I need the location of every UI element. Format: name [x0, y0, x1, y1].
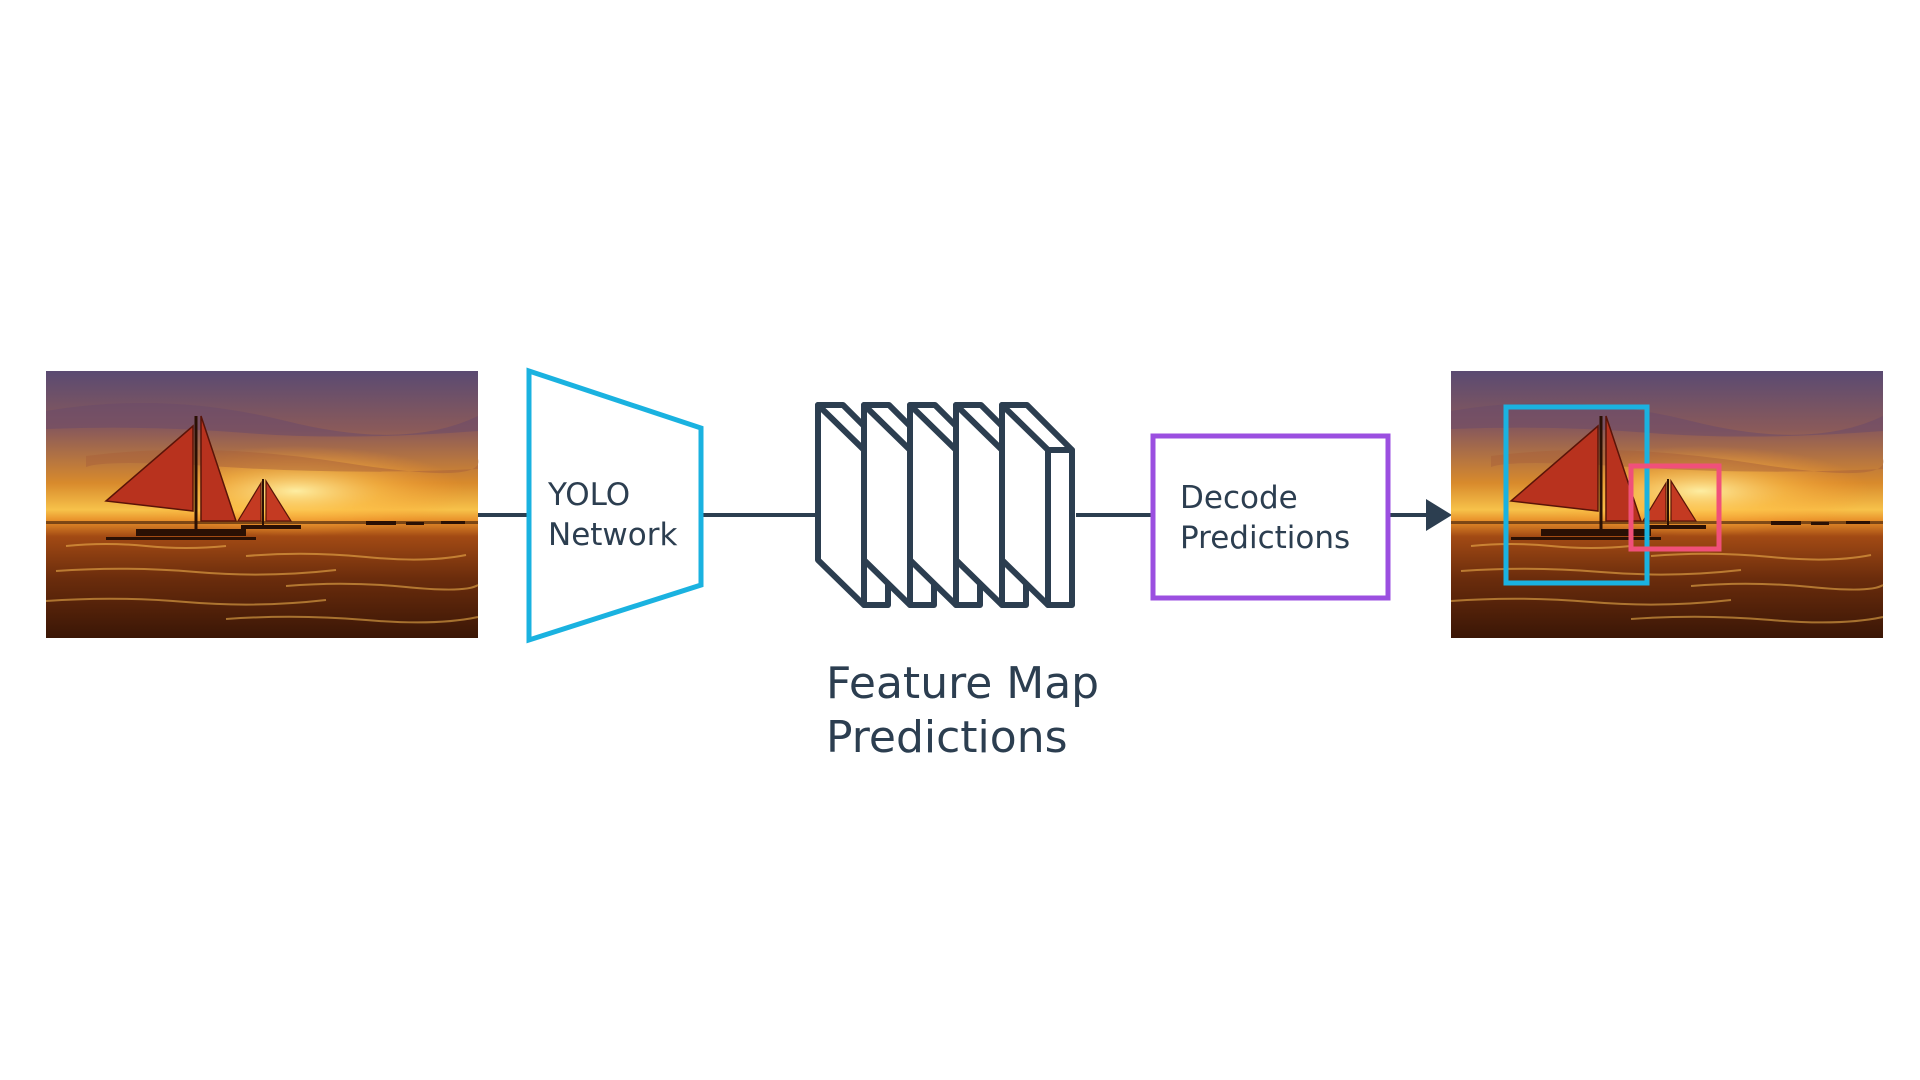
- decode-label-line1: Decode: [1180, 480, 1298, 516]
- yolo-trapezoid-shape: [526, 367, 704, 644]
- feature-map-stack: [815, 402, 1075, 608]
- feature-map-caption-line1: Feature Map: [826, 658, 1099, 709]
- decode-predictions-block: Decode Predictions: [1150, 433, 1391, 601]
- yolo-label-line1: YOLO: [547, 477, 630, 513]
- arrowhead-icon: [1426, 499, 1452, 531]
- detection-box-small-boat: [1628, 463, 1722, 552]
- detection-box-large-boat: [1503, 404, 1650, 586]
- feature-map-caption-line2: Predictions: [826, 712, 1068, 763]
- decode-label-line2: Predictions: [1180, 520, 1350, 556]
- yolo-label-line2: Network: [548, 517, 677, 553]
- output-image: [1449, 369, 1885, 640]
- feature-map-layer: [999, 402, 1075, 608]
- yolo-network-block: YOLO Network: [526, 367, 704, 644]
- decode-box-shape: [1150, 433, 1391, 601]
- input-image: [44, 369, 480, 640]
